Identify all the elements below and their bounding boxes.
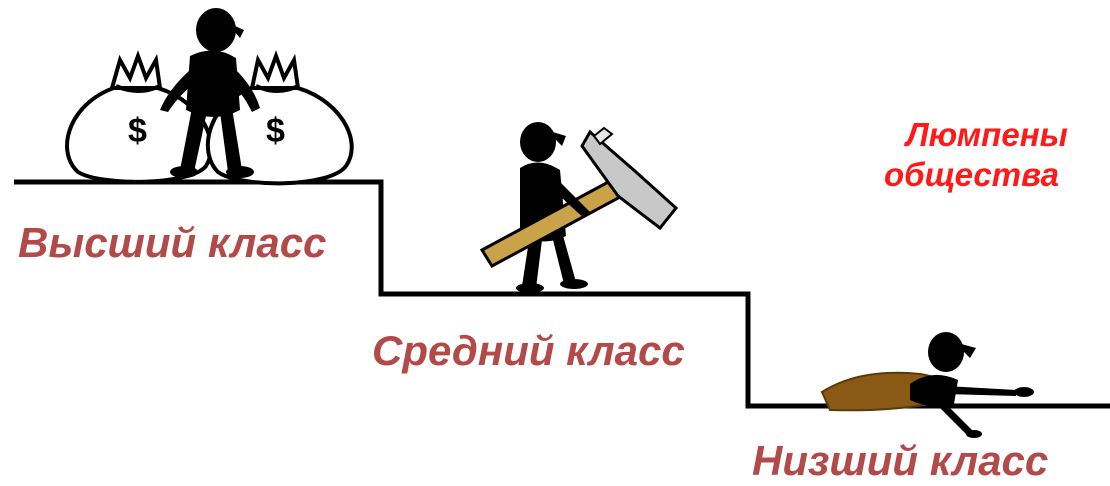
- rich-figure-with-money-bags: $ $: [65, 8, 354, 186]
- figure-in-hole: [820, 332, 1034, 438]
- upper-class-label: Высший класс: [18, 219, 327, 266]
- lumpen-label-line2: общества: [884, 156, 1059, 193]
- lumpen-label-line1: Люмпены: [906, 116, 1068, 153]
- money-bag-icon: $: [205, 50, 354, 186]
- worker-arm: [554, 182, 590, 218]
- lower-person-icon: [910, 332, 1034, 438]
- hammer-icon: [479, 126, 679, 268]
- middle-class-label: Средний класс: [372, 327, 685, 374]
- dollar-icon: $: [266, 112, 285, 150]
- staircase: [14, 179, 1110, 409]
- worker-with-hammer: [479, 122, 679, 293]
- money-bag-icon: $: [65, 50, 213, 184]
- rich-person-icon: [160, 8, 260, 178]
- lower-class-label: Низший класс: [752, 437, 1049, 484]
- dollar-icon: $: [128, 112, 147, 150]
